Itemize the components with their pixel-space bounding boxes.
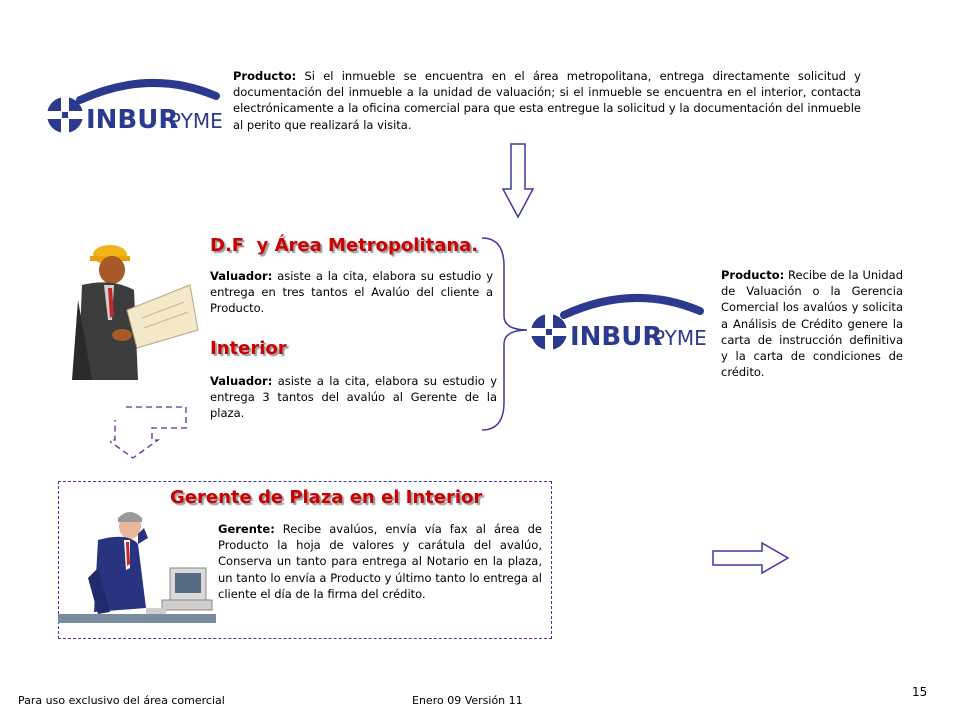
logo-text-suffix: PYME bbox=[169, 109, 223, 133]
page-number: 15 bbox=[912, 685, 928, 699]
interior-text: asiste a la cita, elabora su estudio y e… bbox=[210, 374, 497, 421]
bent-down-arrow-icon bbox=[110, 406, 190, 460]
gerente-description: Gerente: Recibe avalúos, envía vía fax a… bbox=[218, 521, 542, 602]
metro-label: Valuador: bbox=[210, 269, 273, 283]
right-label: Producto: bbox=[721, 268, 785, 282]
construction-worker-illustration bbox=[72, 240, 202, 385]
top-label: Producto: bbox=[233, 69, 297, 83]
right-description: Producto: Recibe de la Unidad de Valuaci… bbox=[721, 267, 903, 380]
right-arrow-icon bbox=[712, 541, 790, 575]
gerente-label: Gerente: bbox=[218, 522, 275, 536]
metro-heading: D.F y Área Metropolitana. bbox=[210, 235, 479, 256]
logo-text-suffix: PYME bbox=[653, 326, 707, 350]
footer-left: Para uso exclusivo del área comercial bbox=[18, 694, 225, 707]
gerente-text: Recibe avalúos, envía vía fax al área de… bbox=[218, 522, 542, 601]
down-arrow-icon bbox=[501, 143, 535, 219]
metro-description: Valuador: asiste a la cita, elabora su e… bbox=[210, 268, 493, 317]
interior-label: Valuador: bbox=[210, 374, 273, 388]
logo-text-main: INBUR bbox=[86, 105, 178, 135]
logo-text-main: INBUR bbox=[570, 322, 662, 352]
gerente-heading: Gerente de Plaza en el Interior bbox=[170, 487, 483, 508]
top-text: Si el inmueble se encuentra en el área m… bbox=[233, 69, 861, 132]
gerente-dashed-box bbox=[58, 481, 552, 639]
right-text: Recibe de la Unidad de Valuación o la Ge… bbox=[721, 268, 903, 380]
footer-center: Enero 09 Versión 11 bbox=[412, 694, 523, 707]
inburpyme-logo-middle: INBUR PYME bbox=[524, 285, 714, 380]
inburpyme-logo-top: INBUR PYME bbox=[40, 70, 230, 160]
metro-text: asiste a la cita, elabora su estudio y e… bbox=[210, 269, 493, 316]
interior-description: Valuador: asiste a la cita, elabora su e… bbox=[210, 373, 497, 422]
office-manager-illustration bbox=[58, 508, 218, 626]
interior-heading: Interior bbox=[210, 338, 287, 359]
top-description: Producto: Si el inmueble se encuentra en… bbox=[233, 68, 861, 133]
